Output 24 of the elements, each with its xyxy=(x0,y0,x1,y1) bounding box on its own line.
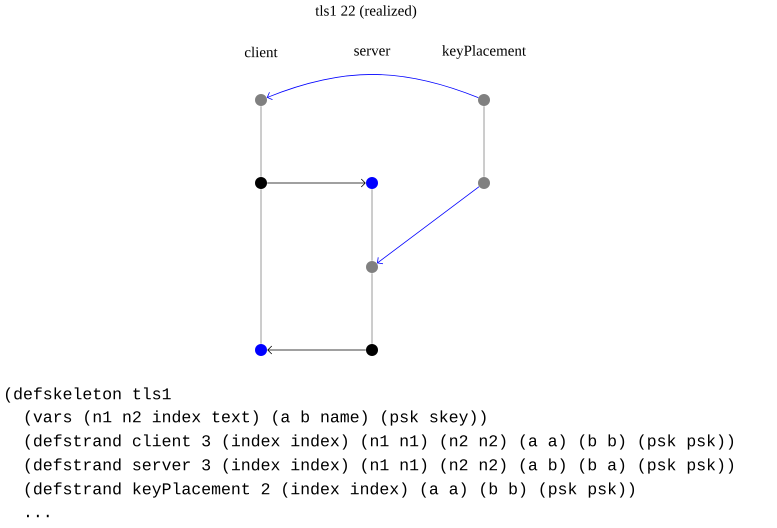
strand-name: keyPlacement xyxy=(442,45,526,59)
title: tls1 22 (realized) xyxy=(315,5,416,19)
arrow xyxy=(266,178,366,188)
strand-name: client xyxy=(244,46,278,58)
code-line: ... xyxy=(27,514,49,518)
code-line: (defstrand client 3 (index index) (n1 n1) (n2 n2) (a a) (b b) (psk psk)) xyxy=(26,434,734,450)
code-line: (defstrand keyPlacement 2 (index index) (a a) (b b) (psk psk)) xyxy=(26,482,634,498)
event-dot xyxy=(255,177,267,189)
code-line: (defstrand server 3 (index index) (n1 n1) (n2 n2) (a b) (b a) (psk psk)) xyxy=(26,458,734,474)
arrow xyxy=(266,74,479,100)
arrow xyxy=(267,346,366,354)
arrow xyxy=(376,186,480,264)
event-dot xyxy=(478,177,490,189)
event-dot xyxy=(478,94,490,106)
event-dot xyxy=(366,344,378,356)
event-dot xyxy=(255,344,267,356)
strand-line xyxy=(260,106,262,178)
strand-line xyxy=(260,188,262,344)
code-line: (vars (n1 n2 index text) (a b name) (psk skey)) xyxy=(26,410,486,426)
event-dot xyxy=(366,261,378,273)
event-dot xyxy=(366,177,378,189)
event-dot xyxy=(255,94,267,106)
strand-name: server xyxy=(354,48,390,56)
code-line: (defskeleton tls1 xyxy=(6,387,171,403)
